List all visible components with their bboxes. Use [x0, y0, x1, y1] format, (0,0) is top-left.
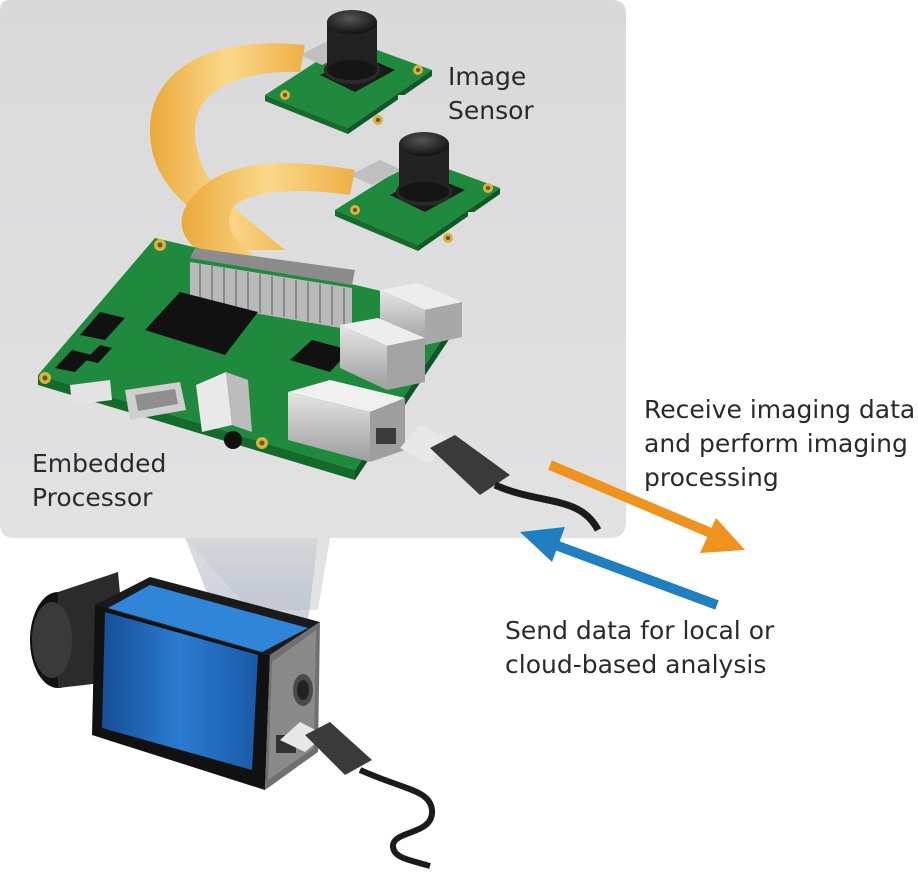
receive-data-label: Receive imaging data and perform imaging… — [644, 395, 916, 492]
arrow-receive-icon — [548, 460, 745, 553]
ethernet-port-icon — [288, 380, 405, 462]
camera-cable-icon — [280, 722, 435, 869]
ribbon-cable-icon — [150, 43, 355, 262]
embedded-processor-board-icon — [38, 238, 602, 532]
usb-port-icon — [340, 283, 462, 390]
ethernet-cable-icon — [400, 425, 602, 532]
embedded-processor-label: Embedded Processor — [32, 449, 167, 512]
camera-icon — [30, 572, 320, 790]
image-sensor-label: Image Sensor — [448, 62, 534, 125]
arrow-send-icon — [520, 527, 719, 610]
send-data-label: Send data for local or cloud-based analy… — [505, 616, 775, 679]
image-sensor-board-icon — [265, 10, 432, 134]
image-sensor-board-icon — [335, 132, 500, 251]
